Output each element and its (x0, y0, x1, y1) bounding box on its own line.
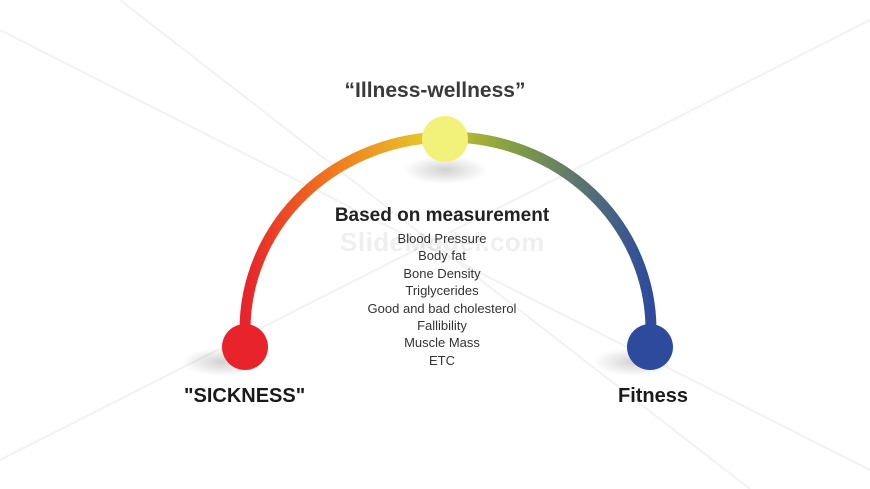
measurement-block: Based on measurement Blood Pressure Body… (292, 205, 592, 369)
top-node (422, 116, 468, 162)
measurement-item: Triglycerides (405, 283, 479, 299)
top-label: “Illness-wellness” (344, 79, 526, 102)
measurement-item: Body fat (418, 248, 466, 264)
measurement-heading: Based on measurement (334, 205, 550, 226)
fitness-label: Fitness (618, 385, 689, 407)
sickness-node (222, 324, 268, 370)
measurement-item: Bone Density (403, 265, 481, 281)
measurement-item: Blood Pressure (397, 231, 487, 246)
measurement-item: Good and bad cholesterol (367, 300, 517, 316)
measurement-item: ETC (429, 352, 455, 368)
measurement-item: Fallibility (417, 318, 467, 334)
background-ray (0, 29, 870, 471)
measurement-list: Blood Pressure Body fat Bone Density Tri… (292, 230, 592, 369)
measurement-item: Muscle Mass (404, 335, 480, 351)
background-ray (0, 19, 870, 461)
top-node-shadow (403, 156, 487, 184)
background-ray (119, 0, 751, 489)
sickness-label: "SICKNESS" (184, 385, 306, 407)
fitness-node (627, 324, 673, 370)
